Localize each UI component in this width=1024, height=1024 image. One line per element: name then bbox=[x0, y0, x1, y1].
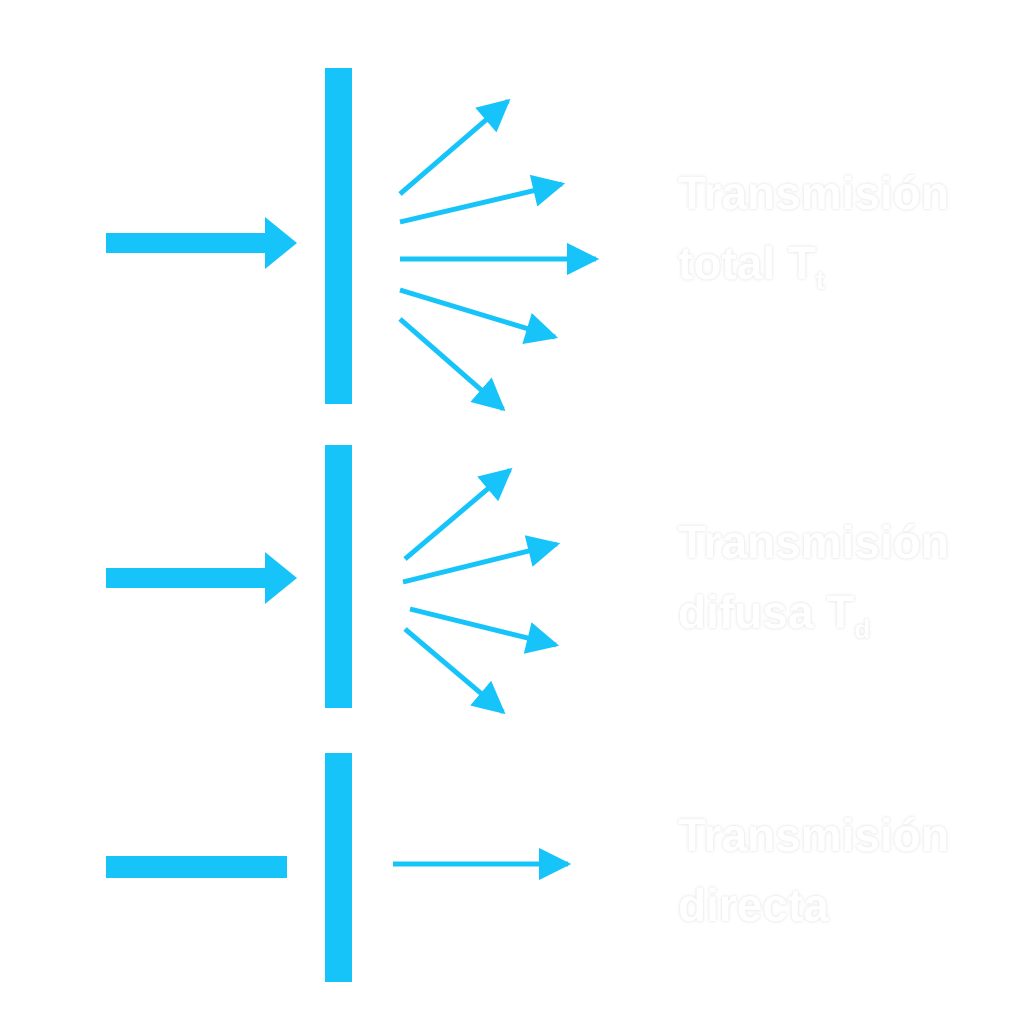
incident-arrow-head bbox=[265, 552, 297, 604]
transmitted-arrow bbox=[399, 287, 559, 345]
section-direct bbox=[106, 753, 572, 982]
label-line-1: Transmisión bbox=[678, 809, 949, 861]
label-subscript: t bbox=[815, 265, 825, 295]
sample-plate bbox=[325, 68, 352, 404]
transmitted-arrow bbox=[398, 317, 506, 412]
incident-bar bbox=[106, 856, 287, 878]
section-diffuse bbox=[106, 445, 561, 715]
label-total-transmission: Transmisión total Tt bbox=[678, 158, 1008, 315]
incident-arrow-head bbox=[265, 217, 297, 269]
label-subscript: d bbox=[854, 614, 871, 644]
sample-plate bbox=[325, 445, 352, 708]
transmitted-arrow bbox=[398, 98, 511, 196]
label-diffuse-transmission: Transmisión difusa Td bbox=[678, 507, 1008, 664]
transmitted-arrow bbox=[403, 627, 506, 715]
sample-plate bbox=[325, 753, 352, 982]
incident-arrow-shaft bbox=[106, 568, 268, 588]
section-total bbox=[106, 68, 600, 412]
transmitted-arrow bbox=[409, 606, 560, 654]
label-direct-transmission: Transmisión directa bbox=[678, 800, 1008, 940]
transmitted-arrow bbox=[402, 535, 561, 585]
label-line-2: total Tt bbox=[678, 237, 825, 295]
label-line-1: Transmisión bbox=[678, 167, 949, 219]
incident-arrow-shaft bbox=[106, 233, 268, 253]
transmitted-arrow bbox=[399, 174, 566, 225]
transmitted-arrow bbox=[403, 467, 513, 561]
label-line-2: directa bbox=[678, 879, 829, 931]
label-line-2: difusa Td bbox=[678, 586, 871, 644]
label-line-1: Transmisión bbox=[678, 516, 949, 568]
